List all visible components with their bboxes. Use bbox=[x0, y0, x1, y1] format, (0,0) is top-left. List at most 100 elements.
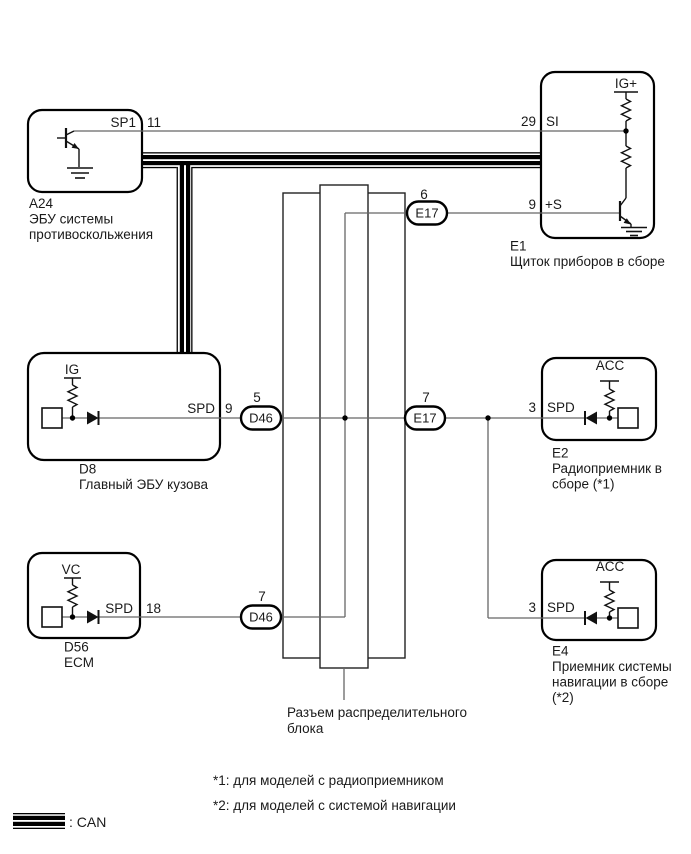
e4-diode-icon bbox=[585, 611, 597, 625]
e1-pin-si-label: SI bbox=[546, 114, 559, 129]
d56-connector-square-icon bbox=[41, 606, 63, 628]
junction-block-label-line1: Разъем распределительного bbox=[287, 705, 467, 720]
distribution-block-inner bbox=[319, 184, 369, 669]
can-stripe bbox=[13, 827, 65, 829]
resistor-icon bbox=[603, 589, 616, 613]
e4-supply-label: ACC bbox=[596, 559, 625, 574]
connector-d46-5-number: 5 bbox=[253, 390, 261, 405]
e1-id-label: E1 bbox=[510, 239, 527, 254]
e2-name-line2: сборе (*1) bbox=[552, 477, 615, 492]
e2-connector-square-icon bbox=[617, 407, 639, 429]
d56-name: ECM bbox=[64, 655, 94, 670]
can-stripe bbox=[13, 815, 65, 820]
junction-dot bbox=[606, 415, 613, 421]
a24-ground-icon bbox=[67, 167, 93, 179]
d56-pin-label: SPD bbox=[105, 601, 133, 616]
can-stripe bbox=[192, 166, 541, 169]
junction-dot bbox=[606, 615, 613, 621]
e2-diode-icon bbox=[585, 411, 597, 425]
e4-internals bbox=[584, 581, 619, 625]
e4-name-line2: навигации в сборе bbox=[552, 675, 668, 690]
transistor-collector bbox=[65, 130, 75, 136]
e1-internals bbox=[614, 91, 638, 227]
a24-emitter-arrow bbox=[71, 143, 79, 149]
e4-pin-number: 3 bbox=[528, 600, 536, 615]
connector-d46-7-number: 7 bbox=[258, 589, 266, 604]
a24-name-line1: ЭБУ системы bbox=[29, 212, 113, 227]
connector-e17-6: 6 E17 bbox=[405, 187, 449, 226]
d56-pin-number: 18 bbox=[146, 601, 161, 616]
e1-name: Щиток приборов в сборе bbox=[510, 254, 665, 269]
connector-e17-7-number: 7 bbox=[422, 390, 430, 405]
junction-dot bbox=[69, 415, 76, 421]
can-stripe bbox=[13, 821, 65, 826]
d56-id-label: D56 bbox=[64, 640, 89, 655]
d8-box bbox=[26, 351, 222, 462]
connector-e17-6-label: E17 bbox=[415, 206, 438, 221]
connector-d46-5: 5 D46 bbox=[239, 390, 283, 431]
e2-name-line1: Радиоприемник в bbox=[552, 461, 662, 476]
connector-pill bbox=[403, 405, 447, 431]
can-stripe bbox=[142, 152, 541, 154]
e2-id-label: E2 bbox=[552, 446, 569, 461]
d56-supply-label: VC bbox=[62, 562, 81, 577]
e1-ground-icon bbox=[621, 226, 647, 237]
resistor-icon bbox=[66, 584, 79, 608]
can-stripe bbox=[142, 161, 541, 166]
footnote-1: *1: для моделей с радиоприемником bbox=[213, 773, 444, 788]
footnote-2: *2: для моделей с системой навигации bbox=[213, 798, 456, 813]
e1-emitter-arrow bbox=[623, 218, 631, 225]
connector-d46-7-label: D46 bbox=[249, 610, 273, 625]
e4-name-line3: (*2) bbox=[552, 690, 574, 705]
connector-e17-7-label: E17 bbox=[413, 411, 436, 426]
d8-supply-label: IG bbox=[65, 362, 79, 377]
can-stripe bbox=[179, 163, 184, 353]
resistor-icon bbox=[619, 98, 633, 122]
can-stripe bbox=[142, 166, 177, 169]
connector-pill bbox=[239, 405, 283, 431]
a24-transistor-icon bbox=[57, 128, 80, 167]
resistor-icon bbox=[66, 384, 79, 408]
connector-pill bbox=[405, 200, 449, 226]
junction-dot bbox=[69, 614, 76, 620]
can-legend-label: : CAN bbox=[69, 814, 106, 830]
can-bus-horizontal bbox=[142, 152, 541, 169]
d8-diode-icon bbox=[87, 411, 99, 425]
junction-block-label-line2: блока bbox=[287, 721, 324, 736]
e4-pin-label: SPD bbox=[547, 600, 575, 615]
a24-splice-label: SP1 bbox=[110, 115, 136, 130]
can-stripe bbox=[191, 166, 193, 353]
e4-name-line1: Приемник системы bbox=[552, 659, 672, 674]
d56-diode-icon bbox=[87, 610, 99, 624]
can-stripe bbox=[176, 166, 178, 353]
can-stripe bbox=[142, 155, 541, 160]
a24-name-line2: противоскольжения bbox=[29, 227, 153, 242]
d8-connector-square-icon bbox=[41, 407, 63, 429]
connector-e17-6-number: 6 bbox=[420, 187, 428, 202]
e4-id-label: E4 bbox=[552, 644, 569, 659]
can-legend-symbol bbox=[13, 813, 65, 829]
connector-d46-7: 7 D46 bbox=[239, 589, 283, 630]
connector-e17-7: 7 E17 bbox=[403, 390, 447, 431]
resistor-icon bbox=[619, 145, 633, 169]
e1-supply-label: IG+ bbox=[615, 76, 637, 91]
d8-internals bbox=[64, 377, 100, 425]
e2-pin-number: 3 bbox=[528, 400, 536, 415]
a24-pin-number: 11 bbox=[147, 115, 161, 130]
d8-id-label: D8 bbox=[79, 462, 96, 477]
e2-pin-label: SPD bbox=[547, 400, 575, 415]
d8-pin-label: SPD bbox=[187, 401, 215, 416]
resistor-icon bbox=[603, 388, 616, 412]
junction-dot bbox=[485, 415, 491, 421]
e2-supply-label: ACC bbox=[596, 358, 625, 373]
junction-dot bbox=[342, 415, 348, 421]
d8-name: Главный ЭБУ кузова bbox=[79, 477, 209, 492]
d8-pin-number: 9 bbox=[225, 401, 233, 416]
connector-d46-5-label: D46 bbox=[249, 411, 273, 426]
e1-pin-s-number: 9 bbox=[528, 197, 536, 212]
connector-pill bbox=[239, 604, 283, 630]
e1-pin-si-number: 29 bbox=[521, 114, 536, 129]
can-stripe bbox=[13, 813, 65, 815]
